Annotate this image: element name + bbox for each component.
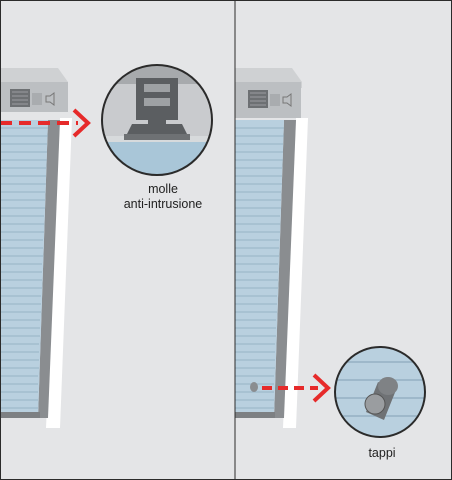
shutter-bottom-bar-right bbox=[235, 412, 275, 418]
caption-line: molle bbox=[148, 182, 178, 196]
shutter-side-edge bbox=[38, 120, 60, 418]
caption-line: tappi bbox=[368, 446, 396, 460]
motor-icon-right bbox=[248, 90, 268, 108]
shutter-slats-right bbox=[235, 120, 284, 418]
cap-marker bbox=[250, 382, 258, 392]
guide-rail-white-right bbox=[283, 118, 308, 428]
shutter-slats bbox=[0, 120, 48, 418]
left-shutter-illustration bbox=[0, 68, 72, 428]
speaker-icon bbox=[45, 92, 55, 106]
caption-caps: tappi bbox=[352, 446, 412, 461]
speaker-icon-right bbox=[282, 93, 292, 107]
guide-rail-white bbox=[46, 118, 72, 428]
right-shutter-illustration bbox=[235, 68, 308, 428]
shutter-bottom-bar bbox=[0, 412, 40, 418]
cap-icon bbox=[364, 377, 398, 420]
arrow-to-caps bbox=[262, 373, 331, 403]
motor-icon bbox=[10, 89, 30, 107]
spring-icon bbox=[124, 78, 190, 140]
caption-line: anti-intrusione bbox=[123, 197, 203, 211]
magnifier-springs bbox=[101, 64, 213, 176]
shutter-side-edge-right bbox=[274, 120, 296, 418]
caption-anti-intrusion-springs: molle anti-intrusione bbox=[108, 182, 218, 212]
arrow-to-springs bbox=[0, 108, 91, 138]
slat-lines bbox=[0, 127, 48, 409]
magnifier-caps bbox=[334, 346, 426, 438]
